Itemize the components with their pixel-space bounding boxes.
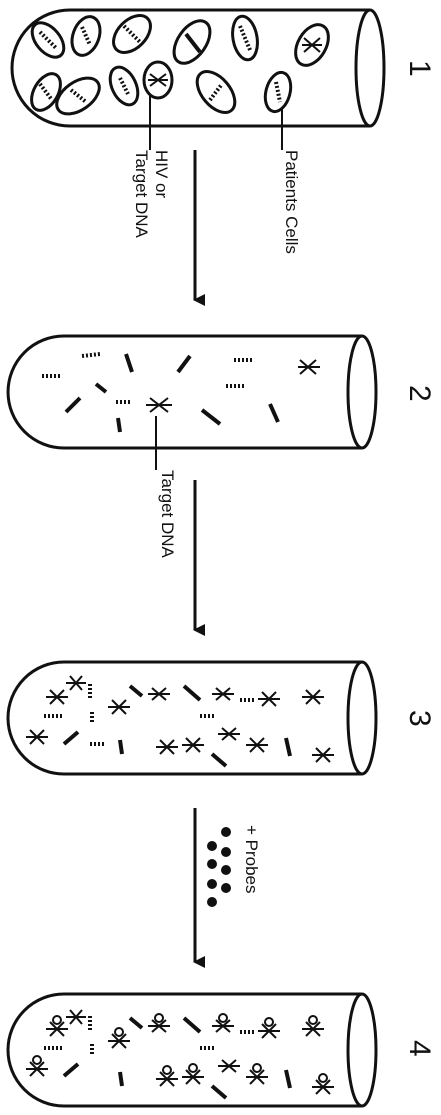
cell	[195, 70, 237, 114]
step-4-number: 4	[403, 1040, 436, 1057]
cell-dna-solid	[184, 32, 202, 54]
amplified-fragments	[44, 684, 292, 768]
tube-3-outline	[6, 660, 362, 776]
cell-target	[142, 60, 174, 100]
bound-probes	[32, 1013, 328, 1083]
cell	[172, 19, 212, 65]
target-dna-label-2: Target DNA	[158, 470, 177, 559]
cells	[30, 14, 330, 116]
cell	[55, 76, 101, 116]
tube-2-outline	[6, 334, 362, 450]
tube-1-mouth	[354, 8, 386, 128]
tube-4: 4	[6, 992, 436, 1108]
cell	[263, 70, 293, 114]
tube-1-outline	[10, 8, 370, 128]
cell	[112, 14, 152, 54]
cell	[231, 14, 259, 62]
cell-dna	[38, 24, 282, 104]
tube-2: Target DNA 2	[6, 334, 436, 559]
tube-1: Patients Cells HIV or Target DNA 1	[10, 8, 436, 254]
step-1-number: 1	[403, 60, 436, 77]
patients-cells-label: Patients Cells	[282, 150, 301, 254]
tube-3-mouth	[346, 660, 378, 776]
step-3-number: 3	[403, 710, 436, 727]
cell	[108, 65, 140, 107]
tube-4-outline	[6, 992, 362, 1108]
probe-dots	[207, 827, 231, 907]
cell	[30, 72, 62, 112]
hybridized-dna	[26, 1009, 334, 1095]
cell	[294, 23, 330, 67]
dna-fragments	[42, 352, 280, 433]
tube-3: 3	[6, 660, 436, 776]
target-helix	[146, 359, 320, 413]
hiv-or-label: HIV or	[152, 150, 171, 199]
cell	[30, 21, 66, 59]
amplified-dna	[26, 675, 334, 763]
target-dna-label-1: Target DNA	[132, 150, 151, 239]
step-2-number: 2	[403, 385, 436, 402]
tube-2-mouth	[346, 334, 378, 450]
unbound-fragments	[44, 1016, 292, 1100]
tube-4-mouth	[346, 992, 378, 1108]
probes-label: + Probes	[242, 825, 261, 894]
helix-in-cell	[148, 37, 322, 87]
cell	[70, 15, 102, 57]
